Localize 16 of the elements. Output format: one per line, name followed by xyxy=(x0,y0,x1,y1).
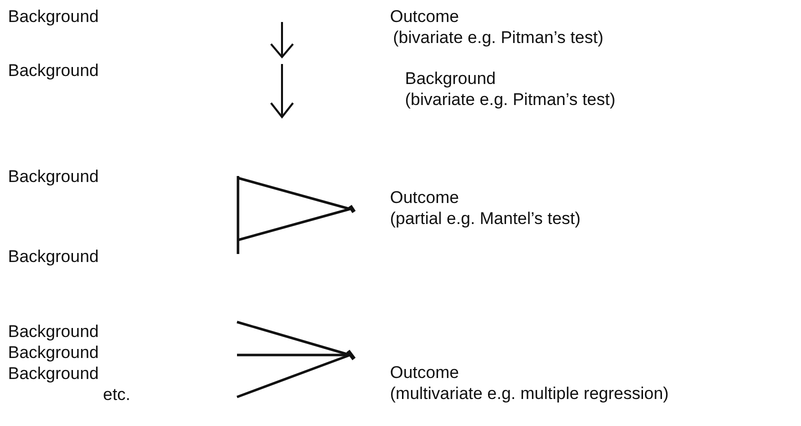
text-label: Background xyxy=(8,321,99,342)
text-label: Outcome xyxy=(390,362,459,384)
text-label: Outcome xyxy=(390,6,459,28)
text-label: Background xyxy=(8,246,99,268)
text-label: etc. xyxy=(103,384,130,406)
text-label: Background xyxy=(8,166,99,188)
text-label: Background xyxy=(405,68,496,90)
text-label: (bivariate e.g. Pitman’s test) xyxy=(405,89,616,110)
text-label: (partial e.g. Mantel’s test) xyxy=(390,208,581,230)
text-label: Background xyxy=(8,363,99,384)
text-label: (bivariate e.g. Pitman’s test) xyxy=(393,27,604,48)
text-label: Background xyxy=(8,60,99,82)
text-label: Background xyxy=(8,342,99,364)
text-label: Background xyxy=(8,6,99,28)
text-label: (multivariate e.g. multiple regression) xyxy=(390,383,669,404)
text-label: Outcome xyxy=(390,187,459,208)
